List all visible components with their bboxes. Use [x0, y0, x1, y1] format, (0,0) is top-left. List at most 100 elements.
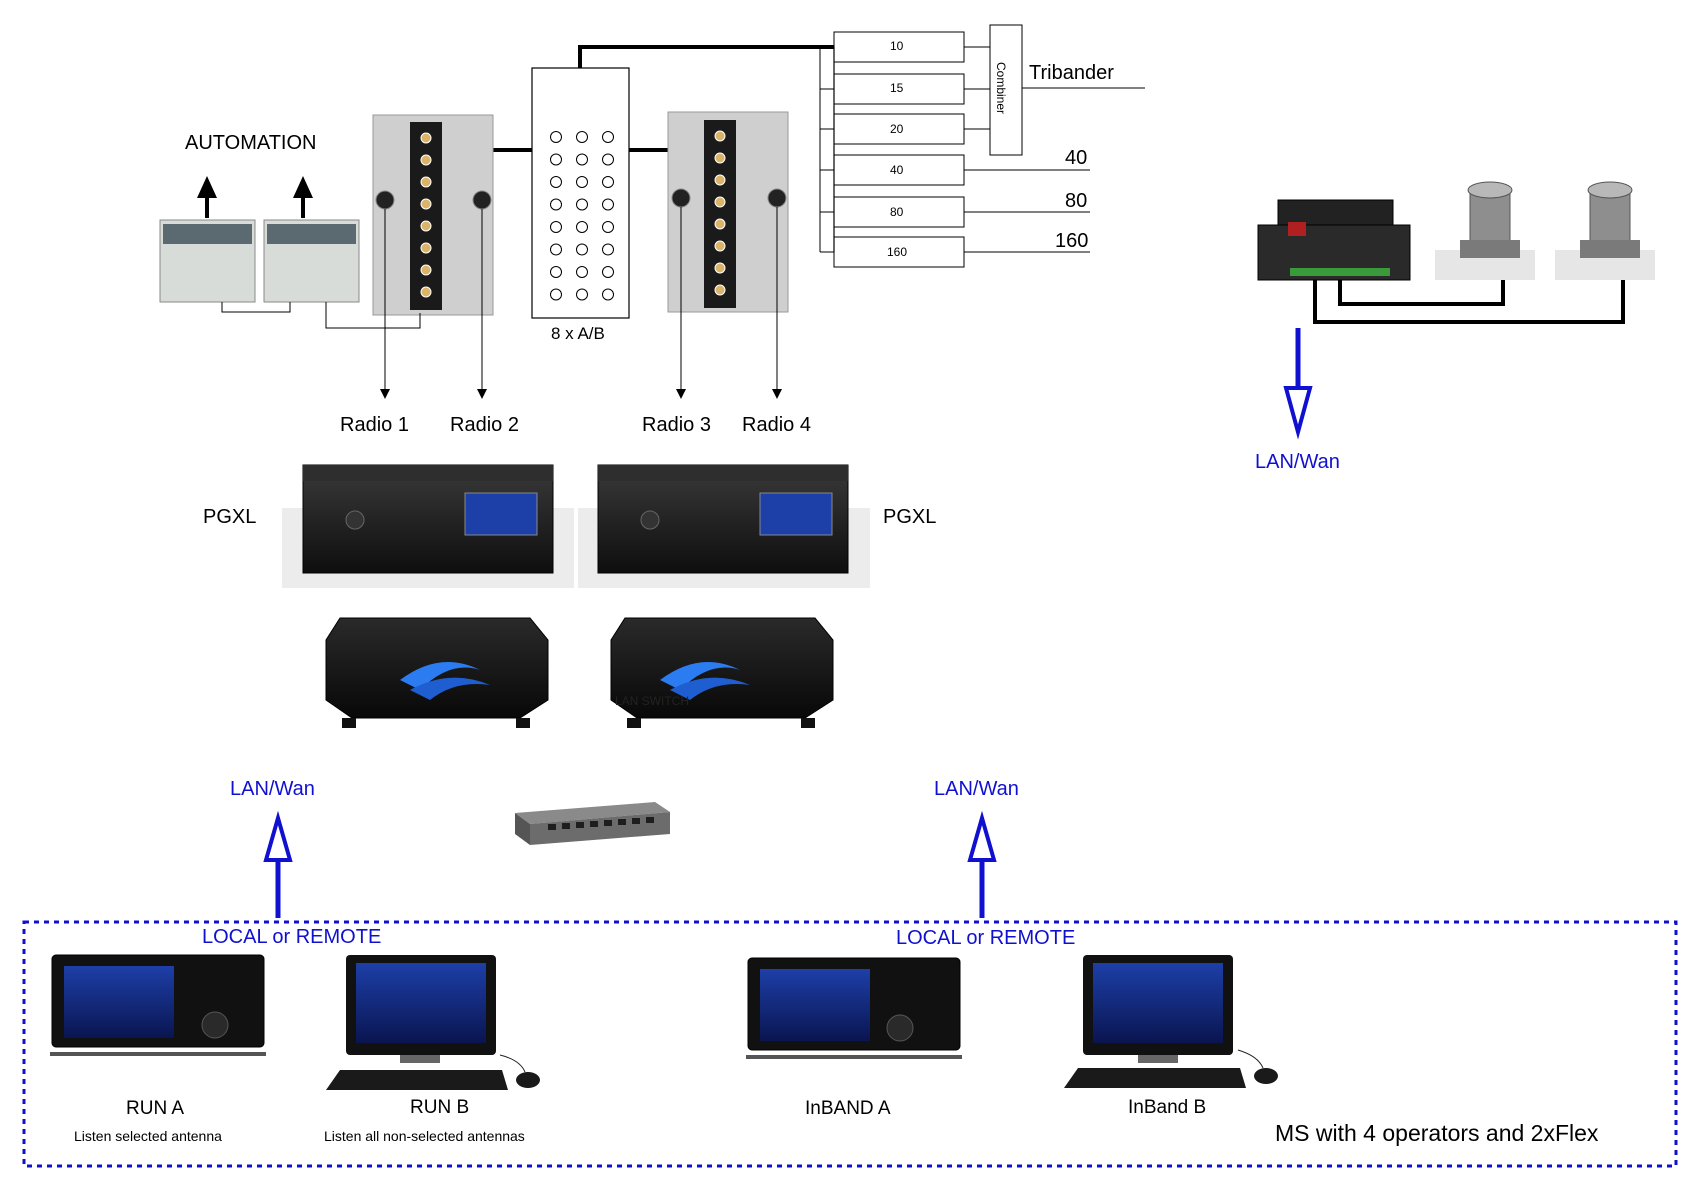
switch-port-circle — [602, 221, 614, 233]
automation-label: AUTOMATION — [185, 132, 317, 154]
mouse-icon — [1237, 1049, 1278, 1084]
inband-a-label: InBAND A — [805, 1098, 891, 1119]
antenna-port — [420, 132, 432, 144]
monitor-icon — [346, 955, 496, 1063]
antenna-port — [420, 198, 432, 210]
switch-port-circle — [576, 288, 588, 301]
antenna-160-label: 160 — [1055, 230, 1089, 252]
switch-port-circle — [550, 266, 562, 278]
antenna-switch-left — [372, 114, 494, 316]
antenna-port — [714, 262, 726, 274]
switch-port-circle — [576, 153, 588, 166]
operator-area-border — [22, 920, 1678, 1168]
filter-label-10: 10 — [890, 39, 904, 53]
tribander-label: Tribander — [1029, 62, 1114, 84]
band-filter-bank — [819, 24, 1145, 268]
remote-rig-photo-icon — [1555, 181, 1655, 280]
antenna-port — [420, 242, 432, 254]
switch-port-circle — [602, 153, 614, 166]
antenna-port — [420, 264, 432, 276]
antenna-port — [714, 218, 726, 230]
flex-radio-icon — [50, 954, 266, 1056]
flex-radio-icon — [610, 617, 834, 728]
automation-relay-boxes — [159, 176, 421, 329]
antenna-port — [420, 154, 432, 166]
filter-label-20: 20 — [890, 122, 904, 136]
radio-4-label: Radio 4 — [742, 414, 811, 436]
inband-b-label: InBand B — [1128, 1097, 1207, 1118]
antenna-port — [714, 196, 726, 208]
ab-switch-matrix — [531, 67, 630, 319]
radio-1-label: Radio 1 — [340, 414, 409, 436]
switch-port-circle — [602, 176, 614, 188]
remote-lan-wan-label: LAN/Wan — [1255, 451, 1340, 473]
lan-switch-label: LAN SWITCH — [615, 694, 690, 708]
pgxl-left-label: PGXL — [203, 506, 257, 528]
mouse-icon — [499, 1054, 540, 1088]
antenna-port — [714, 130, 726, 142]
diagram-caption: MS with 4 operators and 2xFlex — [1275, 1120, 1599, 1146]
filter-label-15: 15 — [890, 81, 904, 95]
antenna-port — [420, 286, 432, 298]
switch-port-circle — [550, 153, 562, 166]
filter-label-160: 160 — [887, 245, 907, 259]
antenna-port — [420, 220, 432, 232]
remote-rig-photo-icon — [1435, 181, 1535, 280]
antenna-80-label: 80 — [1065, 190, 1088, 212]
filter-box-15 — [833, 73, 965, 105]
left-lan-arrow — [263, 810, 293, 918]
monitor-icon — [1083, 955, 1233, 1063]
pgxl-amplifier-icon — [578, 464, 870, 588]
remote-lan-arrow — [1283, 328, 1313, 440]
switch-port-circle — [550, 176, 562, 188]
run-b-label: RUN B — [410, 1097, 470, 1118]
switch-port-circle — [602, 198, 614, 211]
switch-port-circle — [602, 131, 614, 143]
switch-label: 8 x A/B — [551, 324, 605, 343]
left-local-remote-label: LOCAL or REMOTE — [202, 926, 382, 948]
combiner-label: Combiner — [994, 62, 1008, 114]
switch-port-circle — [550, 198, 562, 211]
antenna-switch-right — [667, 111, 789, 313]
antenna-port — [714, 240, 726, 252]
run-a-label: RUN A — [126, 1098, 185, 1119]
switch-port-circle — [602, 288, 614, 301]
switch-port-circle — [550, 221, 562, 233]
switch-port-circle — [576, 266, 588, 278]
keyboard-icon — [1064, 1068, 1246, 1088]
right-lan-wan-label: LAN/Wan — [934, 778, 1019, 800]
right-local-remote-label: LOCAL or REMOTE — [896, 927, 1076, 949]
pgxl-amplifier-icon — [282, 464, 574, 588]
right-lan-arrow — [967, 810, 997, 918]
switch-port-circle — [576, 131, 588, 143]
run-a-description: Listen selected antenna — [74, 1128, 222, 1144]
network-switch-icon — [515, 802, 670, 845]
flex-radio-icon — [746, 957, 962, 1059]
switch-port-circle — [550, 131, 562, 143]
switch-port-circle — [576, 198, 588, 211]
filter-label-40: 40 — [890, 163, 904, 177]
run-b-description: Listen all non-selected antennas — [324, 1128, 525, 1144]
combiner-box — [989, 24, 1023, 156]
antenna-port — [714, 174, 726, 186]
control-box-icon — [1257, 199, 1411, 281]
switch-port-circle — [602, 243, 614, 256]
antenna-port — [420, 176, 432, 188]
flex-radio-icon — [325, 617, 549, 728]
left-lan-wan-label: LAN/Wan — [230, 778, 315, 800]
antenna-40-label: 40 — [1065, 147, 1088, 169]
switch-port-circle — [550, 243, 562, 256]
switch-port-circle — [576, 221, 588, 233]
filter-box-10 — [833, 31, 965, 63]
filter-label-80: 80 — [890, 205, 904, 219]
pgxl-right-label: PGXL — [883, 506, 937, 528]
filter-box-80 — [833, 196, 965, 228]
antenna-port — [714, 152, 726, 164]
keyboard-icon — [326, 1070, 508, 1090]
antenna-port — [714, 284, 726, 296]
radio-3-label: Radio 3 — [642, 414, 711, 436]
radio-2-label: Radio 2 — [450, 414, 519, 436]
switch-port-circle — [602, 266, 614, 278]
switch-port-circle — [576, 176, 588, 188]
